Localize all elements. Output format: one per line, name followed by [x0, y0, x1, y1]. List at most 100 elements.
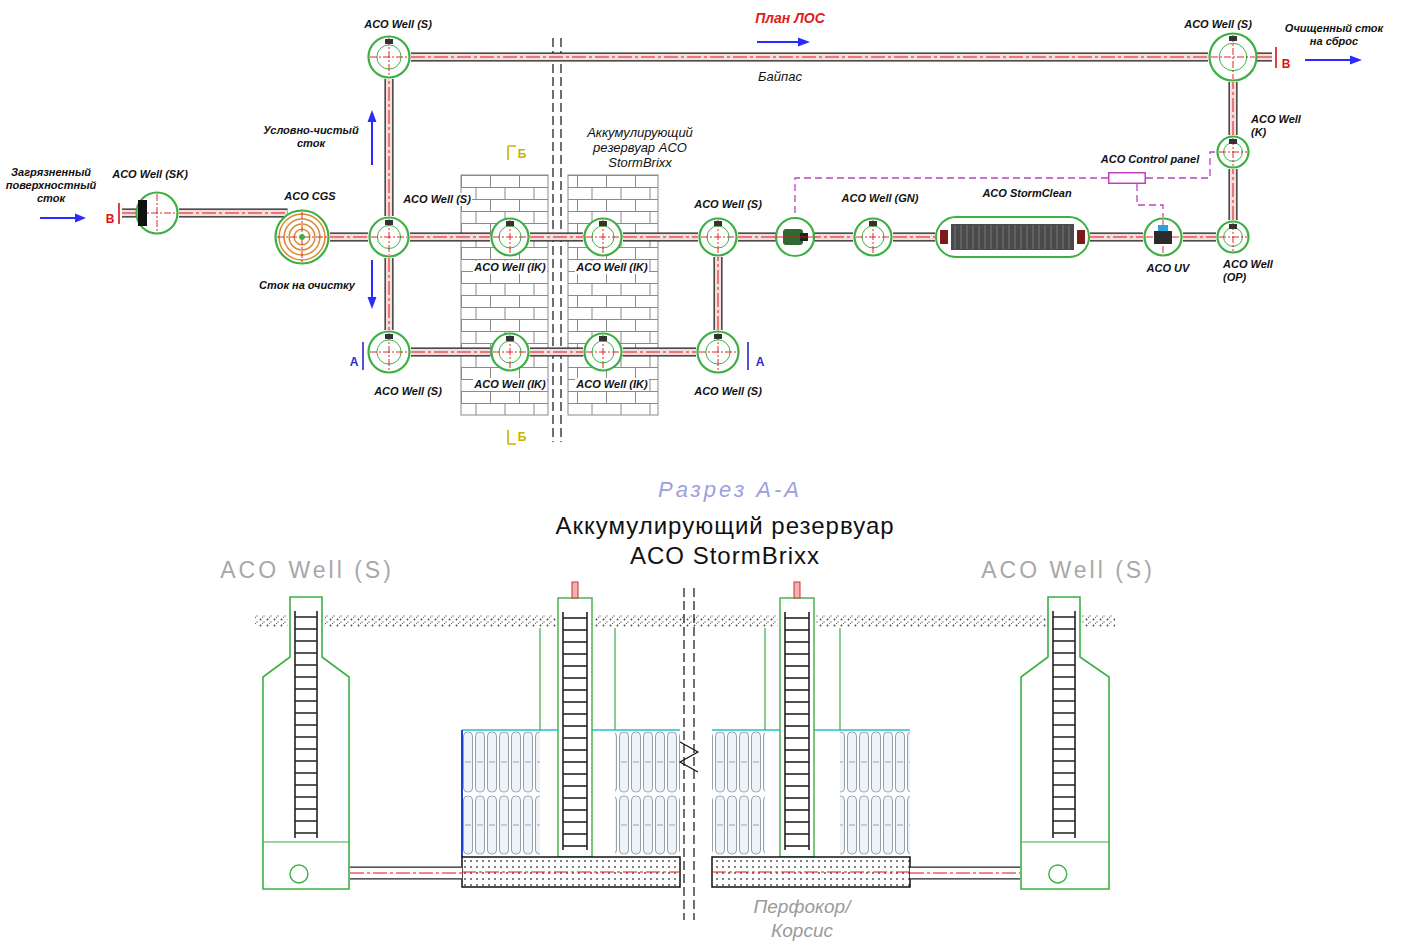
riser-shaft: [558, 598, 592, 857]
soil: [816, 615, 1046, 627]
module-block: [840, 730, 910, 857]
pipe-axis: [738, 237, 853, 238]
node-label: ACO CGS: [283, 190, 336, 203]
section-marks: [119, 47, 1276, 444]
well-ring: [370, 218, 409, 257]
pipe-axis: [389, 258, 390, 330]
axis-lines: [1146, 220, 1180, 254]
break-line: [684, 588, 694, 920]
section-tick: [119, 47, 1276, 224]
filter-port: [1077, 230, 1085, 244]
inspection-well-shape: [368, 216, 410, 258]
well-ring: [585, 334, 622, 371]
uv-unit: ACO UV: [1143, 217, 1183, 257]
pipe-wall: [910, 867, 1020, 880]
pipe-connector: [389, 258, 390, 330]
well-body: [1021, 597, 1109, 889]
node-label: Аккумулирующий резервуар ACO StormBrixx: [569, 125, 711, 170]
pipe-connector: [411, 352, 490, 353]
section-title: Разрез А-А: [657, 477, 803, 503]
pipe-wall: [385, 258, 394, 330]
inspection-well: ACO Well (S): [367, 35, 411, 79]
flow-note: Очищенный сток на сброс: [1283, 22, 1385, 48]
inlet-well-shape: [135, 191, 179, 235]
filter-unit: ACO StormClean: [935, 216, 1090, 258]
axis-lines: [1219, 223, 1247, 251]
control-wire: [795, 178, 1108, 217]
inspection-well-shape: [367, 330, 411, 374]
pipe-wall: [623, 348, 696, 357]
flow-arrow: [371, 122, 373, 165]
pipe-fill: [1230, 82, 1237, 135]
pipe-connector: [718, 257, 719, 330]
riser-shaft: [780, 598, 814, 857]
section-tick: [363, 342, 748, 370]
axis-lines: [699, 333, 737, 371]
pump-well: [776, 218, 814, 256]
well-lid: [506, 221, 514, 226]
inspection-well: ACO Well (GN): [853, 217, 893, 257]
well-lid: [714, 334, 722, 339]
filter-port: [940, 230, 948, 244]
flow-arrow: [40, 217, 76, 219]
node-label: ACO Well (S): [219, 557, 395, 584]
node-label: ACO Well (IK): [575, 378, 648, 391]
flow-arrows: [40, 38, 1362, 310]
inspection-well-shape: [583, 217, 623, 257]
pipe-wall: [530, 348, 583, 357]
pipe-wall: [1229, 169, 1238, 220]
edge-label: Байпас: [757, 69, 803, 84]
pipe-fill: [1230, 169, 1237, 220]
control-panel-shape: [1108, 172, 1146, 184]
pipe-axis: [623, 352, 696, 353]
reservoir-grid: [461, 175, 658, 415]
well-ring: [369, 37, 410, 78]
well-lid: [1229, 224, 1237, 229]
well-ring: [585, 219, 622, 256]
flow-arrow: [757, 41, 798, 43]
pipe-axis: [330, 237, 368, 238]
pipe-stub: [122, 57, 1272, 213]
well-section-shape: [262, 597, 350, 890]
well-ring: [700, 219, 737, 256]
axis-lines: [856, 220, 890, 254]
diagram-title: План ЛОС: [754, 10, 826, 27]
pipe-connector: [623, 237, 698, 238]
pipe-fill: [411, 54, 1208, 61]
arrow-head: [1350, 56, 1362, 65]
well-ring: [1210, 34, 1257, 81]
filter-hatch: [955, 225, 1069, 249]
pipe-axis: [1090, 237, 1143, 238]
node-label: ACO Well (SK): [111, 168, 189, 181]
pipe-axis: [411, 57, 1208, 58]
well-lid: [869, 221, 877, 226]
node-label: ACO Well (S): [693, 385, 763, 398]
ladder: [1053, 611, 1075, 838]
well-ring: [369, 332, 410, 373]
pipe-connector: [893, 237, 935, 238]
storage-tank: Аккумулирующий резервуар ACO StormBrixxA…: [461, 175, 658, 415]
inspection-well-shape: [1216, 135, 1250, 169]
pipe-wall: [330, 233, 368, 242]
separator-baffle: [284, 219, 320, 255]
pipe-axis: [462, 872, 910, 873]
sand-separator: ACO CGS: [274, 209, 330, 265]
well-lid: [714, 221, 722, 226]
pipe-axis: [179, 213, 288, 214]
pipe-connector: [1233, 82, 1234, 135]
well-lid: [1229, 36, 1237, 41]
flow-arrow: [1305, 59, 1350, 61]
well-ring: [492, 334, 529, 371]
inspection-well-shape: [696, 330, 740, 374]
grid-block: [461, 175, 548, 415]
node-label: ACO Well (GN): [841, 192, 920, 205]
well-lid: [1229, 139, 1237, 144]
pipe-fill: [179, 210, 288, 217]
outlet-opening: [1049, 865, 1067, 883]
pipe-wall: [623, 233, 698, 242]
pipe-axis: [389, 79, 390, 216]
pipe-wall: [1183, 233, 1216, 242]
arrow-head: [368, 297, 377, 309]
